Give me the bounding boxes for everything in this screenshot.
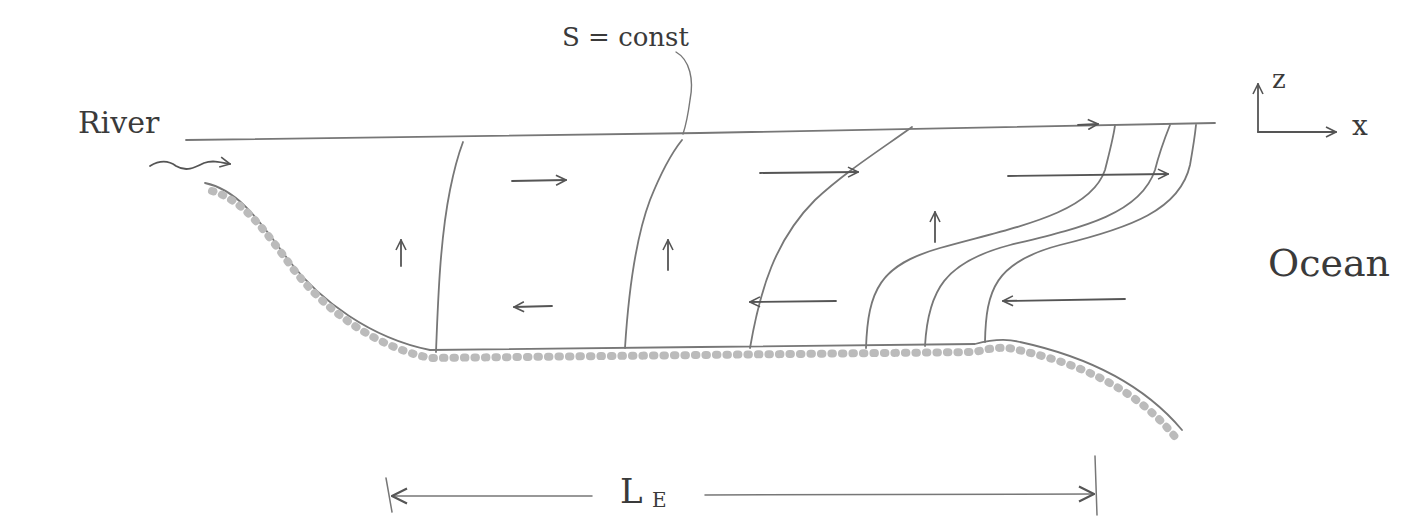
length-subscript: E (652, 490, 667, 510)
outflow-arrow (1008, 174, 1168, 176)
outflow-arrow (760, 172, 858, 173)
estuary-bed (205, 183, 1182, 430)
outflow-arrow (1078, 124, 1098, 125)
river-label: River (78, 108, 159, 138)
isohaline (866, 125, 1115, 348)
salinity-label: S = const (562, 24, 689, 50)
river-inflow-arrow (150, 161, 230, 169)
dimension-tick (386, 478, 392, 512)
isohaline (985, 125, 1196, 342)
length-label: L (620, 474, 643, 508)
leader-line (676, 52, 691, 134)
ocean-label: Ocean (1268, 244, 1390, 282)
inflow-arrow (1003, 299, 1125, 301)
inflow-arrow (514, 306, 552, 307)
axis-label: z (1272, 66, 1286, 92)
isohaline (625, 140, 682, 348)
isohaline (436, 142, 463, 352)
axis-label: x (1352, 112, 1368, 140)
water-surface (186, 123, 1215, 140)
inflow-arrow (750, 301, 836, 302)
isohaline (925, 125, 1170, 346)
x-axis (1258, 131, 1336, 133)
upwelling-arrow (667, 240, 669, 270)
outflow-arrow (512, 180, 566, 181)
dimension-line (392, 495, 592, 497)
dimension-line (705, 494, 1094, 495)
z-axis (1257, 84, 1259, 132)
upwelling-arrow (400, 240, 402, 266)
isohaline (750, 127, 912, 348)
dimension-tick (1095, 456, 1097, 515)
bed-hatching (212, 191, 1176, 438)
upwelling-arrow (934, 212, 936, 242)
